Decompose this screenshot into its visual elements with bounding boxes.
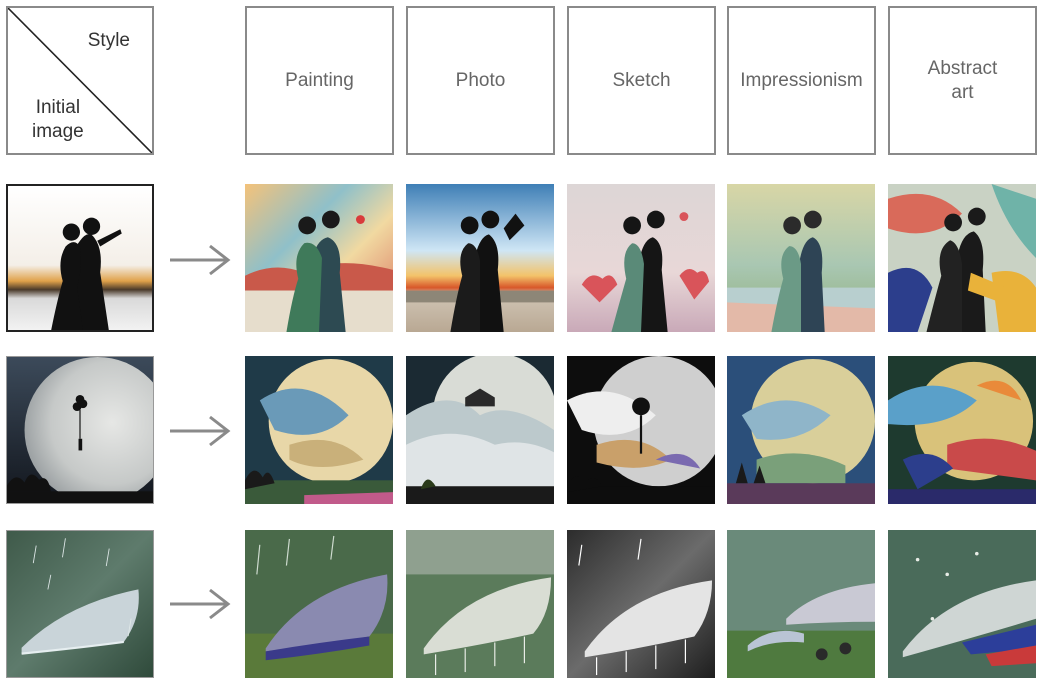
initial-label-line2: image (32, 121, 84, 142)
style-label-line2: art (951, 81, 974, 103)
row3-abstract-image (888, 530, 1036, 678)
style-label: Impressionism (740, 69, 863, 91)
row3-arrow-icon (170, 588, 231, 620)
row1-initial-image (6, 184, 154, 332)
initial-image-axis-label: Initial image (32, 96, 84, 144)
style-axis-label: Style (87, 30, 130, 51)
row3-sketch-image (567, 530, 715, 678)
row3-photo-image (406, 530, 554, 678)
diagonal-divider (8, 8, 152, 153)
row2-photo-image (406, 356, 554, 504)
style-label-line1: Abstract (927, 57, 998, 79)
initial-label-line1: Initial (35, 97, 81, 118)
row2-impressionism-image (727, 356, 875, 504)
style-label: Sketch (612, 69, 671, 91)
row2-arrow-icon (170, 415, 231, 447)
row2-abstract-image (888, 356, 1036, 504)
row2-painting-image (245, 356, 393, 504)
row3-impressionism-image (727, 530, 875, 678)
row1-impressionism-image (727, 184, 875, 332)
style-label: Photo (455, 69, 506, 91)
row3-initial-image (6, 530, 154, 678)
row2-sketch-image (567, 356, 715, 504)
row1-abstract-image (888, 184, 1036, 332)
row1-arrow-icon (170, 244, 231, 276)
style-header-sketch: Sketch (567, 6, 716, 155)
row1-photo-image (406, 184, 554, 332)
row1-painting-image (245, 184, 393, 332)
row1-sketch-image (567, 184, 715, 332)
style-label: Painting (285, 69, 354, 91)
style-header-painting: Painting (245, 6, 394, 155)
style-header-impressionism: Impressionism (727, 6, 876, 155)
style-header-photo: Photo (406, 6, 555, 155)
row3-painting-image (245, 530, 393, 678)
row2-initial-image (6, 356, 154, 504)
corner-header-cell: Style Initial image (6, 6, 154, 155)
